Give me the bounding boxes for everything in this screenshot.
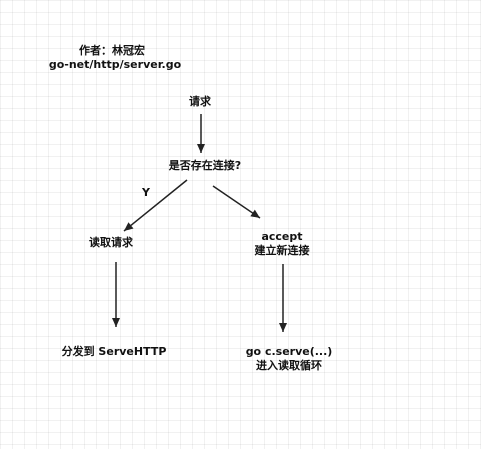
dispatch-node: 分发到 ServeHTTP [61, 345, 167, 358]
author-label: 作者：林冠宏 [79, 44, 145, 57]
serve-node-line2: 进入读取循环 [256, 359, 322, 372]
serve-node-line1: go c.serve(...) [245, 345, 333, 358]
source-file-label: go-net/http/server.go [48, 58, 182, 71]
accept-node-line1: accept [261, 230, 303, 243]
read-request-node: 读取请求 [89, 236, 133, 249]
yes-branch-label: Y [142, 186, 150, 199]
arrow-decision-to-accept [212, 185, 261, 219]
request-node: 请求 [189, 95, 211, 108]
arrow-decision-to-read-request [123, 179, 188, 232]
decision-node: 是否存在连接? [168, 159, 242, 172]
accept-node-line2: 建立新连接 [254, 244, 310, 257]
